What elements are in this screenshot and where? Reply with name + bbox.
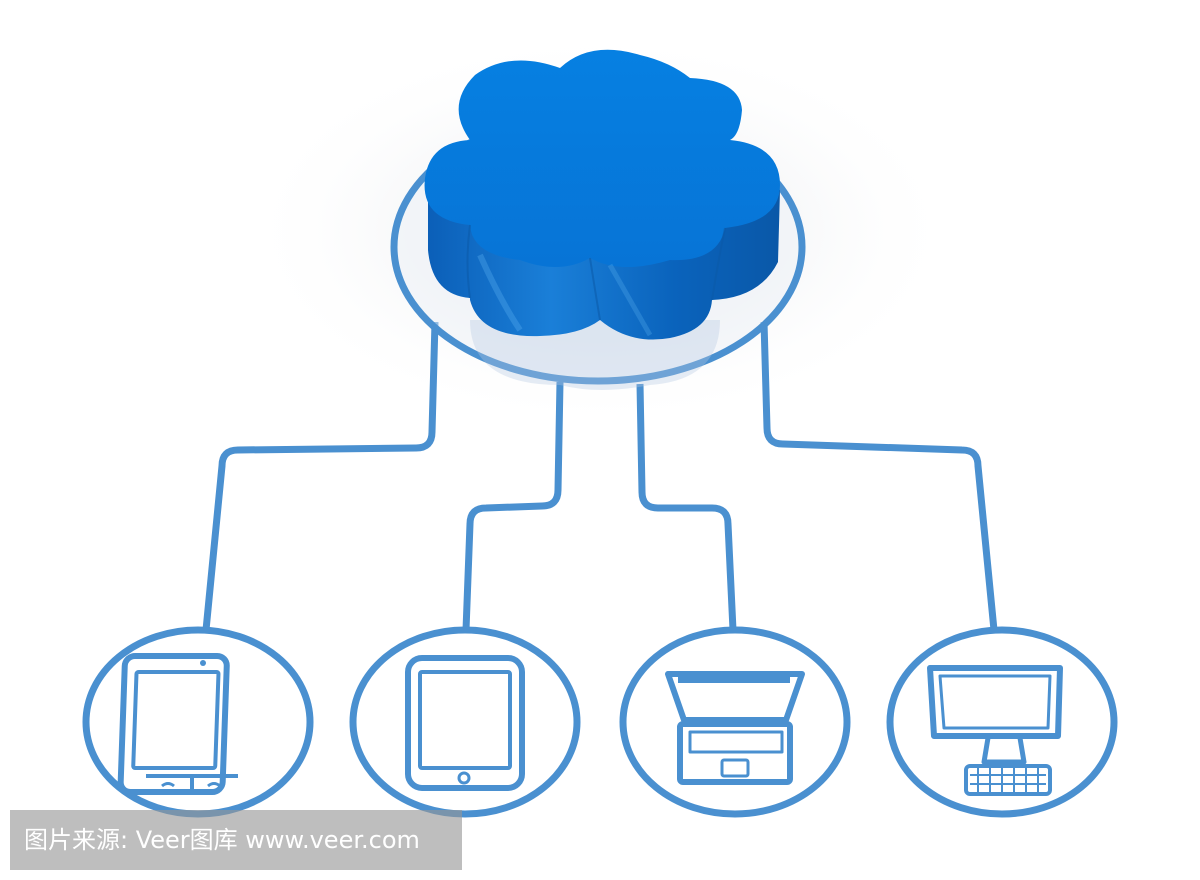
connector-tablet xyxy=(462,381,564,631)
connector-smartphone xyxy=(202,321,439,631)
device-circle-tablet xyxy=(349,626,581,818)
tablet-icon xyxy=(405,655,525,791)
desktop-monitor-icon xyxy=(927,665,1063,796)
connector-desktop xyxy=(760,321,998,631)
cloud-top xyxy=(424,49,780,268)
cloud-icon xyxy=(424,49,780,340)
device-circle-desktop xyxy=(886,626,1118,818)
device-circles xyxy=(82,626,1118,818)
connector-laptop xyxy=(636,383,737,631)
watermark-text: 图片来源: Veer图库 www.veer.com xyxy=(24,826,420,854)
smartphone-icon xyxy=(117,653,238,795)
watermark-banner: 图片来源: Veer图库 www.veer.com xyxy=(10,810,462,870)
connector-lines xyxy=(202,321,998,631)
device-circle-laptop xyxy=(619,626,851,818)
laptop-icon xyxy=(665,671,805,785)
